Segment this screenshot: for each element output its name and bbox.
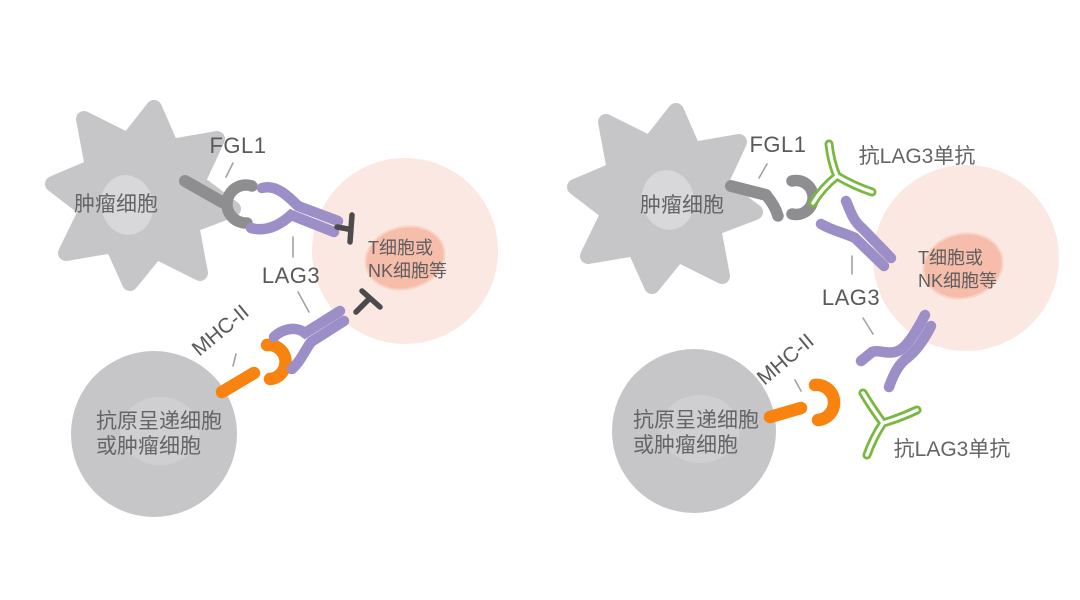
lag3-molecule-lower xyxy=(268,305,350,375)
apc-label-right: 抗原呈递细胞 或肿瘤细胞 xyxy=(633,408,759,458)
immune-cell-label-line2: NK细胞等 xyxy=(918,271,998,291)
lag3-tick-down xyxy=(862,317,874,335)
lag3-tick-down xyxy=(297,291,310,313)
mhc2-tick xyxy=(232,353,237,367)
mhc2-tick xyxy=(794,379,802,392)
tumor-cell-label-left: 肿瘤细胞 xyxy=(74,193,158,216)
lag3-molecule-upper xyxy=(815,195,897,272)
apc-cell-nucleus xyxy=(120,397,200,465)
immune-cell-label-line1: T细胞或 xyxy=(918,248,983,268)
fgl1-tick xyxy=(225,162,234,178)
lag3-molecule-lower xyxy=(855,309,937,393)
lag3-molecule-upper xyxy=(245,181,344,238)
apc-label-left: 抗原呈递细胞 或肿瘤细胞 xyxy=(96,409,222,459)
apc-label-line2: 或肿瘤细胞 xyxy=(96,435,201,458)
lag3-label-right: LAG3 xyxy=(821,285,881,310)
mhc2-receptor-shape xyxy=(763,378,841,427)
immune-cell-nucleus xyxy=(922,232,1004,300)
apc-label-line1: 抗原呈递细胞 xyxy=(96,410,222,433)
inhibition-tbar-upper xyxy=(334,212,355,245)
tumor-cell-nucleus xyxy=(641,170,695,230)
label-ticks-left xyxy=(225,162,310,367)
tumor-cell-nucleus xyxy=(100,175,154,235)
anti-lag3-label-bottom: 抗LAG3单抗 xyxy=(893,438,1011,461)
anti-lag3-label-top: 抗LAG3单抗 xyxy=(858,145,976,168)
inhibition-tbar-lower xyxy=(353,288,383,315)
fgl1-label-left: FGL1 xyxy=(209,133,267,158)
right-panel xyxy=(567,103,1059,513)
immune-cell-label-line2: NK细胞等 xyxy=(368,261,448,281)
anti-lag3-antibody-top xyxy=(808,139,877,208)
immune-cell-nucleus xyxy=(364,225,446,291)
apc-label-line2: 或肿瘤细胞 xyxy=(633,434,738,457)
fgl1-tick xyxy=(758,163,768,179)
immune-cell-label-line1: T细胞或 xyxy=(368,238,433,258)
tumor-cell-label-right: 肿瘤细胞 xyxy=(640,194,724,217)
label-ticks-right xyxy=(758,163,874,392)
lag3-label-left: LAG3 xyxy=(261,263,321,288)
mhc2-receptor-shape xyxy=(215,338,292,399)
anti-lag3-antibody-bottom xyxy=(858,388,922,460)
immune-cell-label-left: T细胞或 NK细胞等 xyxy=(368,237,447,283)
left-panel xyxy=(45,100,498,517)
immune-cell-label-right: T细胞或 NK细胞等 xyxy=(918,247,997,293)
fgl1-receptor-shape xyxy=(179,175,258,229)
apc-cell-nucleus xyxy=(660,395,740,463)
apc-label-line1: 抗原呈递细胞 xyxy=(633,409,759,432)
fgl1-label-right: FGL1 xyxy=(749,132,807,157)
